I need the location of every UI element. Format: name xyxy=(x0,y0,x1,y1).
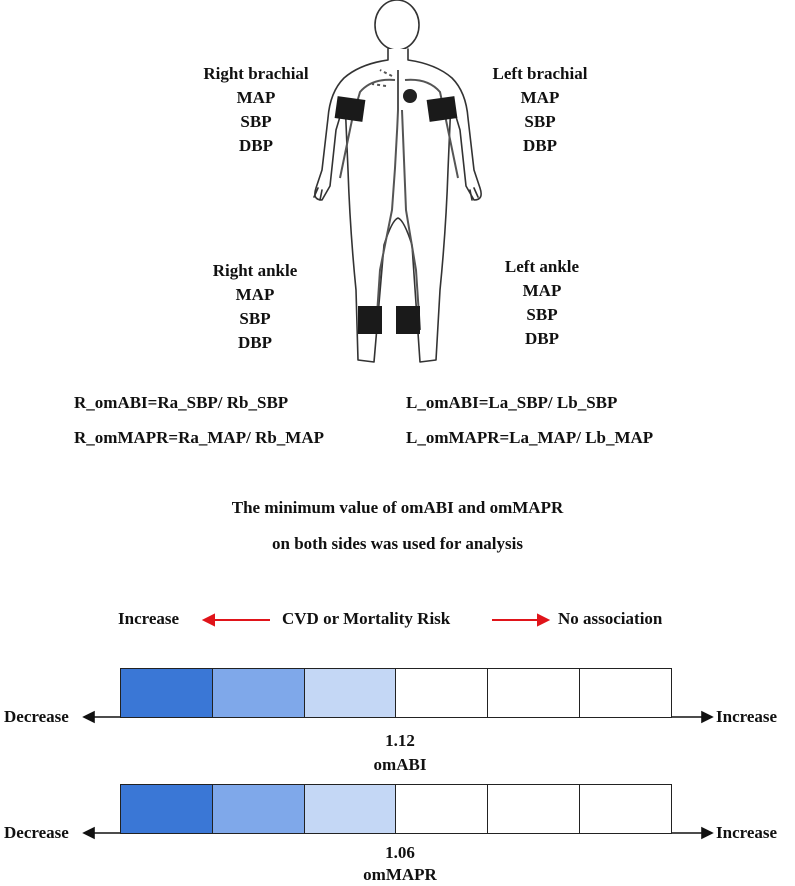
ommapr-axis-increase: Increase xyxy=(716,823,778,842)
analysis-note-line1: The minimum value of omABI and omMAPR xyxy=(231,498,564,517)
ommapr-scale-cell xyxy=(304,784,397,834)
risk-title: CVD or Mortality Risk xyxy=(282,609,451,628)
omabi-scale-cell xyxy=(304,668,397,718)
ommapr-axis-decrease: Decrease xyxy=(4,823,69,842)
omabi-scale-cell xyxy=(120,668,213,718)
omabi-scale xyxy=(120,668,672,718)
ommapr-scale-cell xyxy=(580,784,672,834)
analysis-note-line2: on both sides was used for analysis xyxy=(272,534,523,553)
ommapr-threshold: 1.06 xyxy=(385,843,415,862)
formula-l-ommapr: L_omMAPR=La_MAP/ Lb_MAP xyxy=(406,428,654,447)
left-brachial-cuff xyxy=(426,96,458,122)
right-brachial-label: Right brachial MAP SBP DBP xyxy=(203,64,309,155)
formula-l-omabi: L_omABI=La_SBP/ Lb_SBP xyxy=(406,393,618,412)
omabi-axis-increase: Increase xyxy=(716,707,778,726)
risk-increase-label: Increase xyxy=(118,609,180,628)
omabi-axis-decrease: Decrease xyxy=(4,707,69,726)
omabi-threshold: 1.12 xyxy=(385,731,415,750)
ommapr-scale-cell xyxy=(396,784,489,834)
formula-r-omabi: R_omABI=Ra_SBP/ Rb_SBP xyxy=(74,393,289,412)
right-brachial-cuff xyxy=(334,96,366,122)
omabi-scale-cell xyxy=(488,668,581,718)
heart-icon xyxy=(403,89,417,103)
right-ankle-label: Right ankle MAP SBP DBP xyxy=(212,261,298,352)
left-ankle-cuff xyxy=(396,306,420,334)
ommapr-scale-cell xyxy=(120,784,213,834)
ommapr-scale-cell xyxy=(488,784,581,834)
formula-r-ommapr: R_omMAPR=Ra_MAP/ Rb_MAP xyxy=(74,428,325,447)
ommapr-name: omMAPR xyxy=(363,865,437,884)
left-brachial-label: Left brachial MAP SBP DBP xyxy=(492,64,588,155)
omabi-scale-cell xyxy=(580,668,672,718)
right-ankle-cuff xyxy=(358,306,382,334)
ommapr-scale-cell xyxy=(212,784,305,834)
omabi-scale-cell xyxy=(396,668,489,718)
risk-no-association-label: No association xyxy=(558,609,663,628)
omabi-name: omABI xyxy=(373,755,427,774)
left-ankle-label: Left ankle MAP SBP DBP xyxy=(504,257,580,348)
omabi-scale-cell xyxy=(212,668,305,718)
ommapr-scale xyxy=(120,784,672,834)
